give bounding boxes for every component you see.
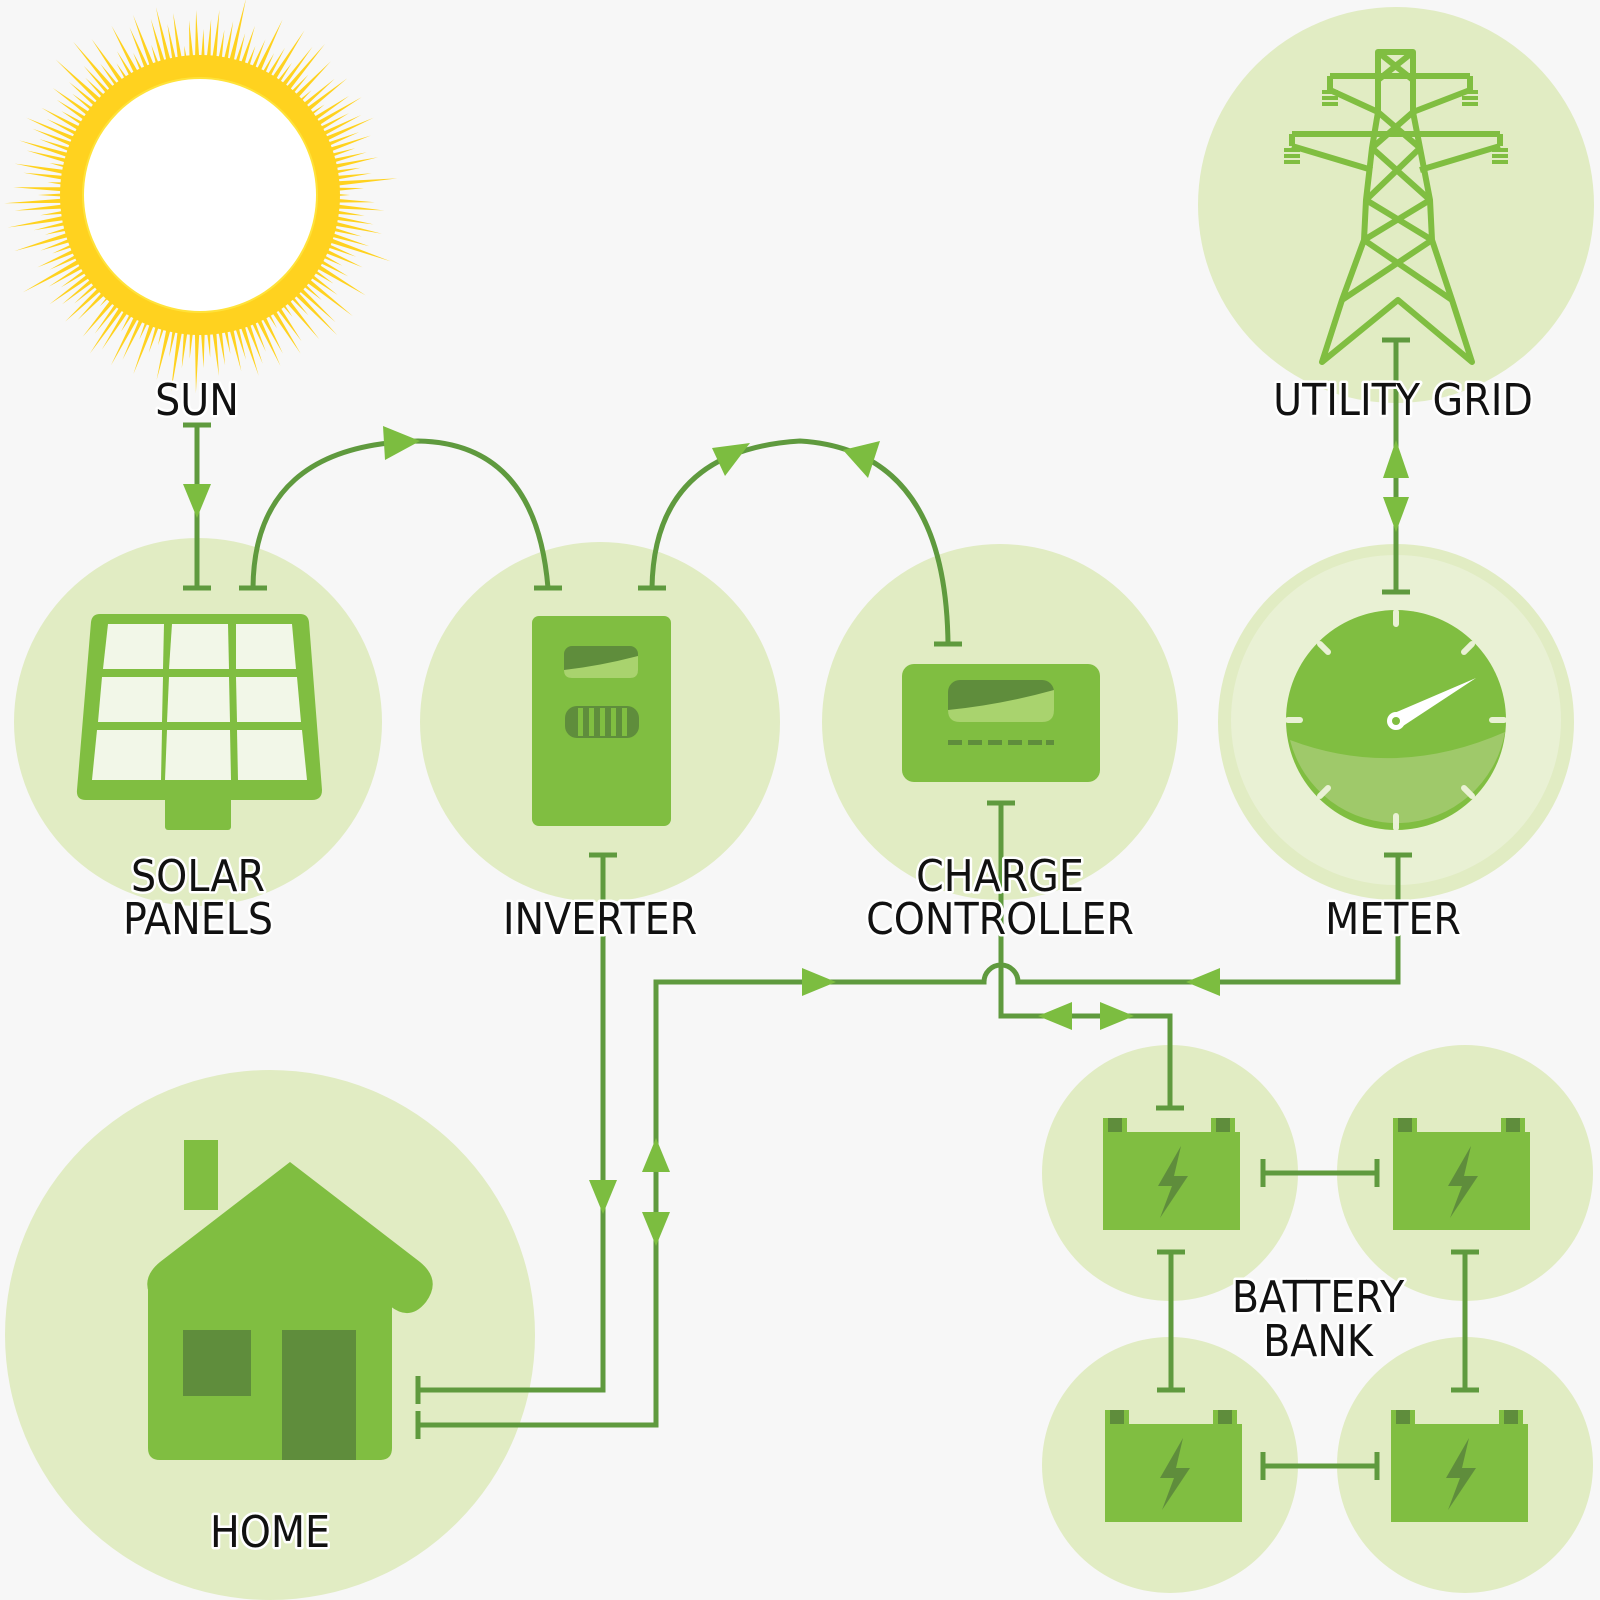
inverter-icon [532, 616, 671, 826]
charge-controller-label-line2: CONTROLLER [866, 894, 1134, 945]
battery-icon [1103, 1118, 1530, 1522]
utility-grid-disc [1198, 7, 1594, 403]
solar-panels-label-line2: PANELS [123, 894, 273, 945]
house-icon [147, 1140, 433, 1460]
power-tower-icon [1284, 49, 1508, 365]
meter-label: METER [1325, 894, 1461, 945]
flow-arrows [183, 426, 1409, 1246]
solar-panels-label-line1: SOLAR [131, 851, 265, 902]
charge-controller-icon [902, 664, 1100, 782]
inverter-label: INVERTER [503, 894, 697, 945]
battery-bank-label-line1: BATTERY [1232, 1272, 1405, 1323]
solar-panel-icon [76, 614, 322, 830]
utility-grid-label: UTILITY GRID [1273, 375, 1533, 426]
meter-gauge-icon [1231, 555, 1561, 885]
charge-controller-label-line1: CHARGE [916, 851, 1084, 902]
home-label: HOME [210, 1507, 330, 1558]
sun-icon [4, 0, 398, 393]
battery-bank-label-line2: BANK [1263, 1316, 1374, 1367]
sun-label: SUN [155, 375, 239, 426]
